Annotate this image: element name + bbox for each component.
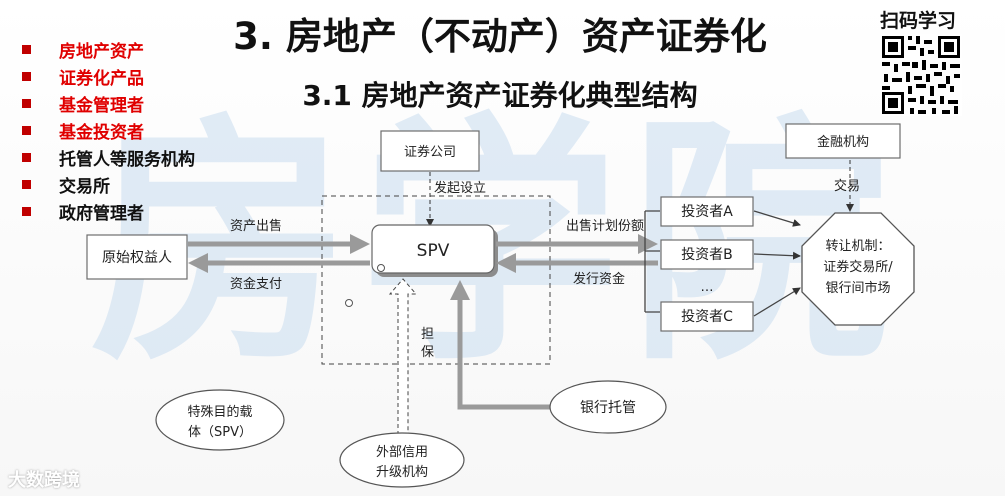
qr-label: 扫码学习 <box>880 10 957 32</box>
participant-item: 交易所 <box>22 171 195 198</box>
participant-label: 交易所 <box>59 177 110 197</box>
transfer-label-line2: 证券交易所/ <box>823 259 893 275</box>
investor-a-label: 投资者A <box>681 204 733 220</box>
initiate-label: 发起设立 <box>434 180 486 196</box>
securities-company-box <box>380 130 480 172</box>
square-bullet-icon <box>22 180 31 189</box>
participant-item: 托管人等服务机构 <box>22 144 195 171</box>
originator-label: 原始权益人 <box>102 250 172 266</box>
guarantee-arrow <box>388 278 418 442</box>
investor-b-label: 投资者B <box>681 247 733 263</box>
spv-note-ellipse <box>155 389 285 451</box>
participant-item: 基金管理者 <box>22 90 195 117</box>
participant-item: 房地产资产 <box>22 36 195 63</box>
participant-item: 证券化产品 <box>22 63 195 90</box>
participant-label: 证券化产品 <box>59 69 144 89</box>
bank-custody-ellipse <box>549 380 667 434</box>
guarantee-label-1: 担 <box>421 327 434 342</box>
slide-subtitle: 3.1 房地产资产证券化典型结构 <box>302 79 698 112</box>
participant-label: 房地产资产 <box>59 42 144 62</box>
asset-sale-label: 资产出售 <box>230 218 282 234</box>
investor-c-to-market-arrow <box>753 287 801 317</box>
participant-label: 托管人等服务机构 <box>59 150 195 170</box>
securities-company-label: 证券公司 <box>404 144 456 160</box>
square-bullet-icon <box>22 72 31 81</box>
originator-box <box>86 234 188 280</box>
square-bullet-icon <box>22 45 31 54</box>
spv-label: SPV <box>417 241 450 261</box>
slide-title: 3. 房地产（不动产）资产证券化 <box>233 15 767 58</box>
qr-code-icon[interactable] <box>880 34 962 116</box>
credit-enhancement-line1: 外部信用 <box>376 445 428 460</box>
sell-shares-label: 出售计划份额 <box>566 218 644 234</box>
square-bullet-icon <box>22 126 31 135</box>
square-bullet-icon <box>22 153 31 162</box>
spv-note-line1: 特殊目的载 <box>187 404 252 420</box>
participant-label: 基金投资者 <box>59 123 144 143</box>
investor-b-box <box>660 239 754 270</box>
bank-custody-label: 银行托管 <box>580 400 636 416</box>
participant-label: 基金管理者 <box>59 96 144 116</box>
investor-b-to-market-arrow <box>753 251 801 260</box>
boundary-small-circle <box>345 299 353 307</box>
participant-list: 房地产资产 证券化产品 基金管理者 基金投资者 托管人等服务机构 交易所 政府管… <box>22 36 195 225</box>
investor-ellipsis: … <box>701 280 714 295</box>
financial-institution-box <box>785 123 901 159</box>
spv-small-circle <box>377 264 385 272</box>
investor-c-box <box>660 301 754 332</box>
investor-bracket <box>644 210 660 313</box>
issue-funds-label: 发行资金 <box>573 271 625 287</box>
credit-enhancement-line2: 升级机构 <box>376 465 428 480</box>
fund-payment-label: 资金支付 <box>230 276 282 292</box>
credit-enhancement-ellipse <box>339 432 465 488</box>
investor-a-to-market-arrow <box>753 210 801 227</box>
brand-logo: 大数跨境 <box>8 466 80 492</box>
brand-logo-text: 大数跨境 <box>8 470 80 491</box>
investor-c-label: 投资者C <box>681 309 733 325</box>
bank-custody-arrow <box>450 280 550 410</box>
financial-institution-label: 金融机构 <box>817 134 869 150</box>
guarantee-label-2: 保 <box>421 345 434 360</box>
transfer-label-line3: 银行间市场 <box>825 280 890 296</box>
spv-box <box>371 224 495 274</box>
participant-label: 政府管理者 <box>59 204 144 224</box>
transfer-label-line1: 转让机制： <box>825 239 890 254</box>
spv-boundary <box>321 195 551 365</box>
trade-label: 交易 <box>834 178 860 194</box>
transfer-mechanism-octagon <box>801 212 915 326</box>
square-bullet-icon <box>22 207 31 216</box>
participant-item: 基金投资者 <box>22 117 195 144</box>
participant-item: 政府管理者 <box>22 198 195 225</box>
spv-note-line2: 体（SPV） <box>188 425 252 440</box>
investor-a-box <box>660 196 754 227</box>
square-bullet-icon <box>22 99 31 108</box>
